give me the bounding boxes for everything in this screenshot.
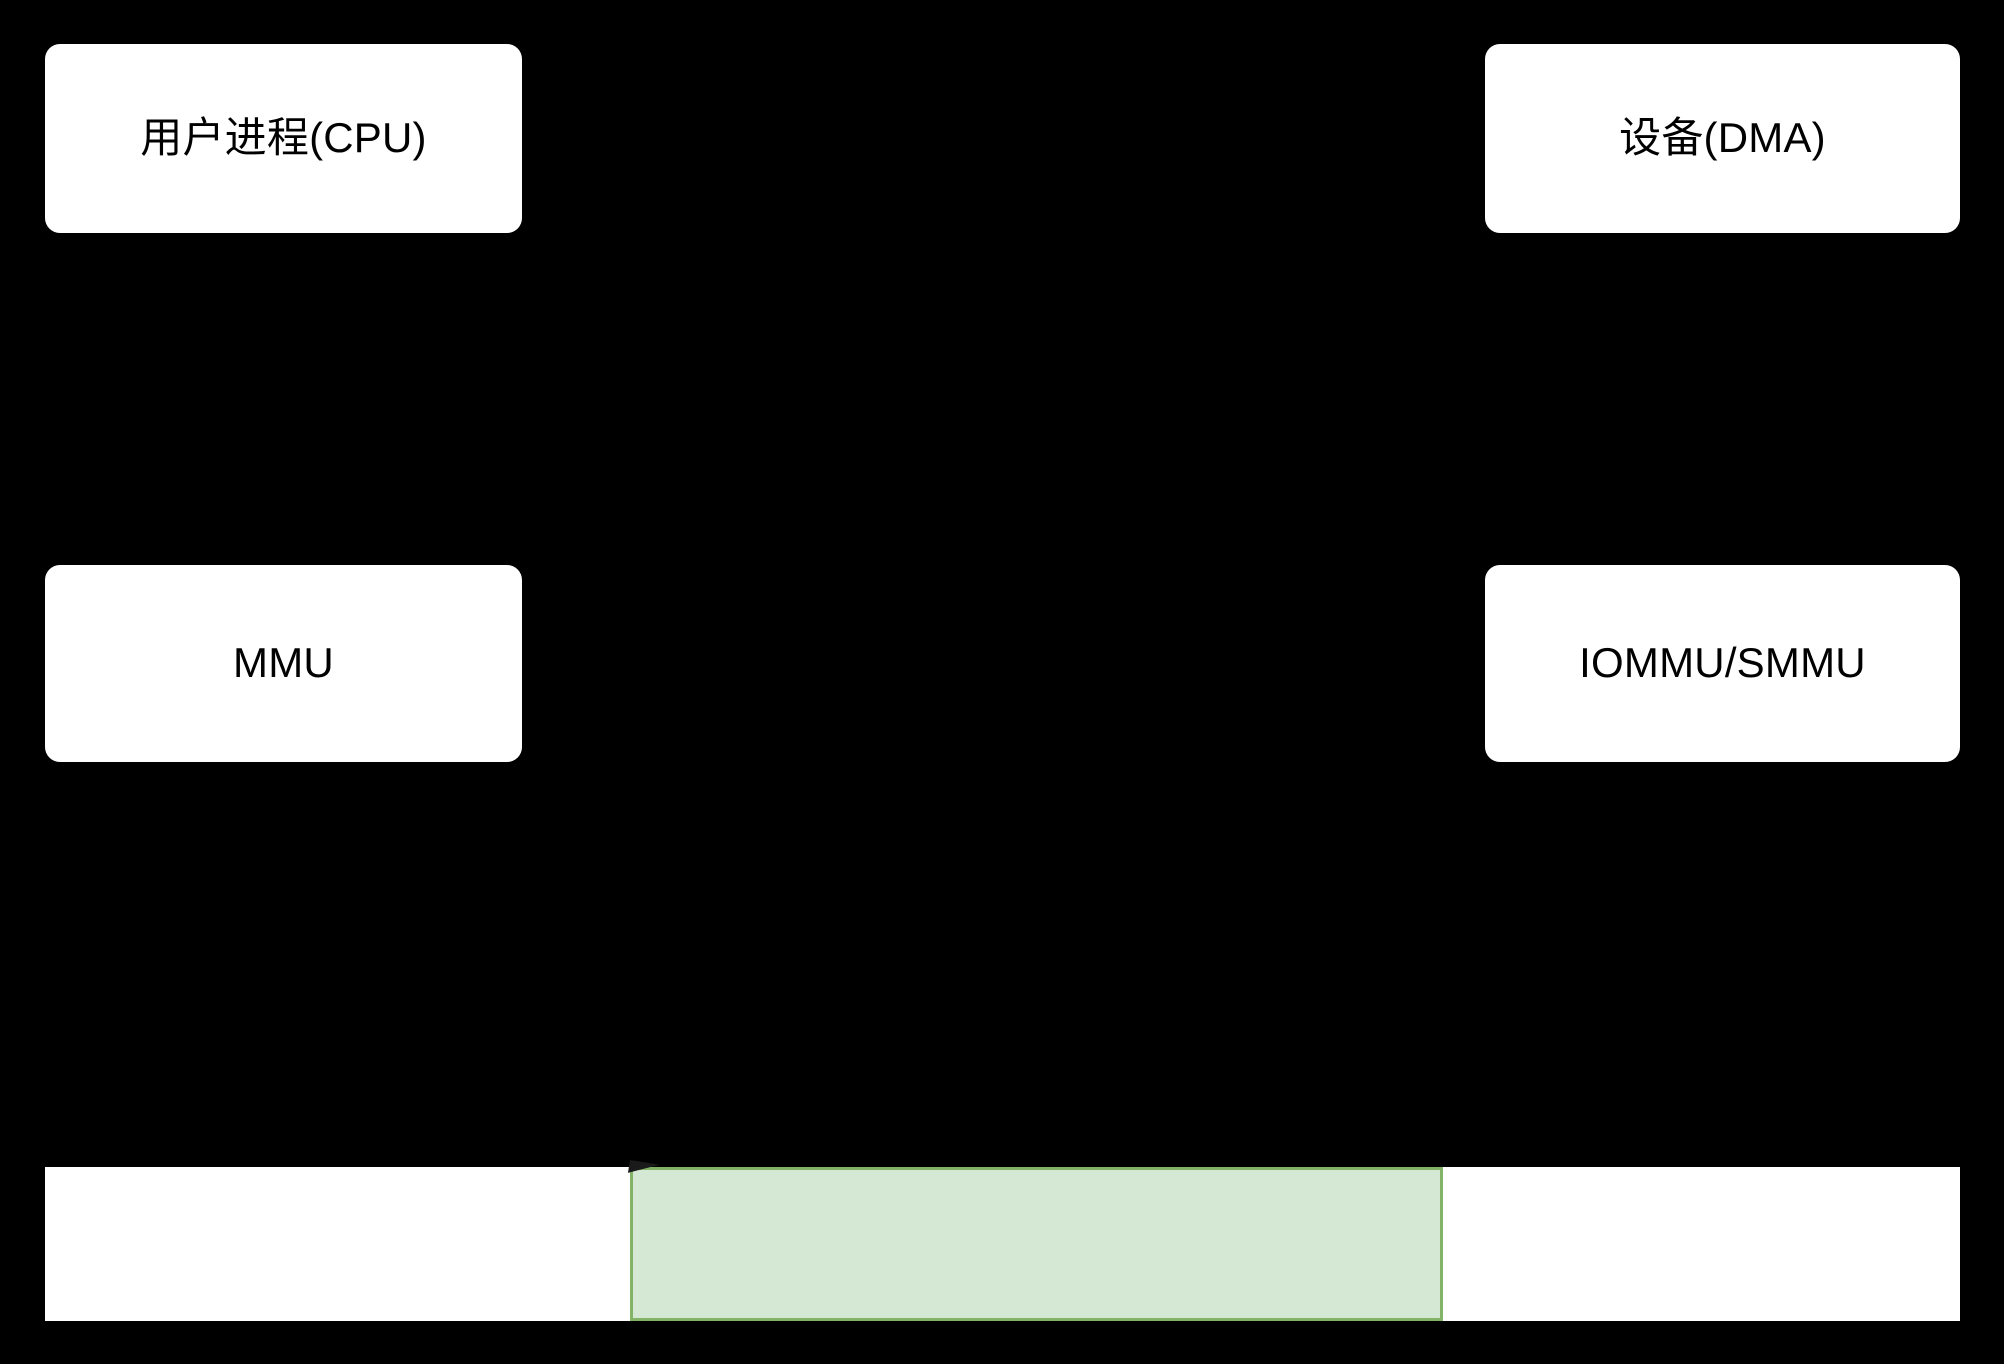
- node-user-process[interactable]: 用户进程(CPU): [45, 44, 522, 233]
- node-iommu-label: IOMMU/SMMU: [1579, 639, 1866, 687]
- node-device-label: 设备(DMA): [1619, 114, 1826, 162]
- node-mmu[interactable]: MMU: [45, 565, 522, 762]
- node-user-process-label: 用户进程(CPU): [140, 114, 427, 162]
- memory-segment-shared[interactable]: [630, 1167, 1443, 1321]
- memory-bar: [45, 1167, 1960, 1321]
- node-mmu-label: MMU: [233, 639, 334, 687]
- memory-segment-right[interactable]: [1443, 1167, 1960, 1321]
- node-iommu[interactable]: IOMMU/SMMU: [1485, 565, 1960, 762]
- memory-segment-left[interactable]: [45, 1167, 630, 1321]
- node-device[interactable]: 设备(DMA): [1485, 44, 1960, 233]
